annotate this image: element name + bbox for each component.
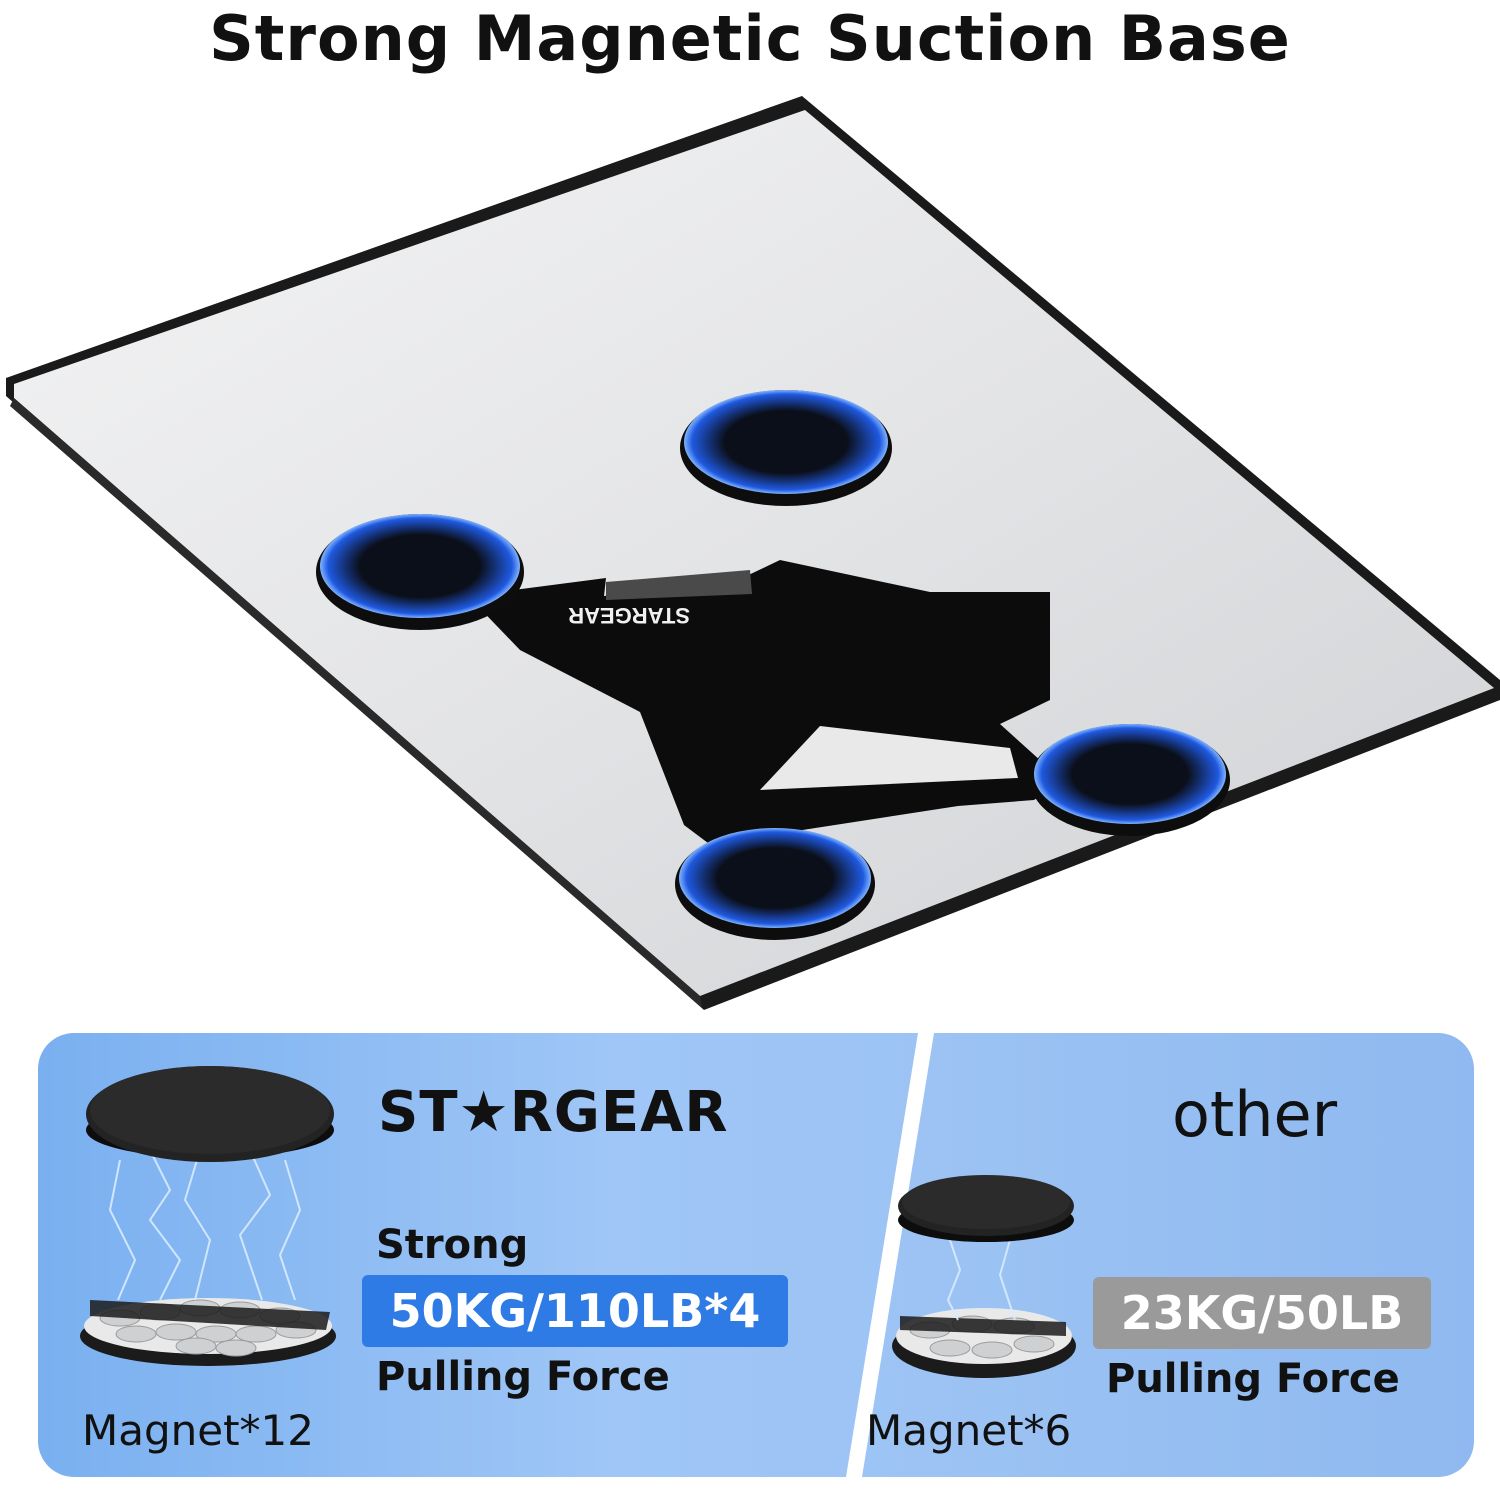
other-force-badge: 23KG/50LB	[1093, 1277, 1431, 1349]
stargear-magnet-count: Magnet*12	[82, 1406, 315, 1455]
stargear-pulling-label: Pulling Force	[376, 1354, 670, 1400]
product-illustration: STARGEAR	[6, 96, 1500, 1030]
other-title: other	[1172, 1078, 1338, 1151]
bracket-plate: STARGEAR	[468, 560, 1062, 858]
magnet-illustration-6	[892, 1175, 1076, 1378]
stargear-force-badge: 50KG/110LB*4	[362, 1275, 788, 1347]
bracket-logo: STARGEAR	[568, 603, 690, 628]
strong-label: Strong	[376, 1222, 529, 1268]
other-pulling-label: Pulling Force	[1106, 1356, 1400, 1402]
other-magnet-count: Magnet*6	[866, 1406, 1072, 1455]
page-title: Strong Magnetic Suction Base	[209, 2, 1291, 75]
magnet-pad-left	[316, 514, 524, 740]
magnet-pad-bottom	[675, 828, 875, 1030]
brand-logo: ST★RGEAR	[378, 1080, 729, 1145]
magnet-pad-right	[1030, 724, 1230, 935]
panel-divider	[846, 1033, 934, 1477]
magnet-pad-top	[680, 390, 892, 610]
magnet-illustration-12	[80, 1066, 336, 1366]
